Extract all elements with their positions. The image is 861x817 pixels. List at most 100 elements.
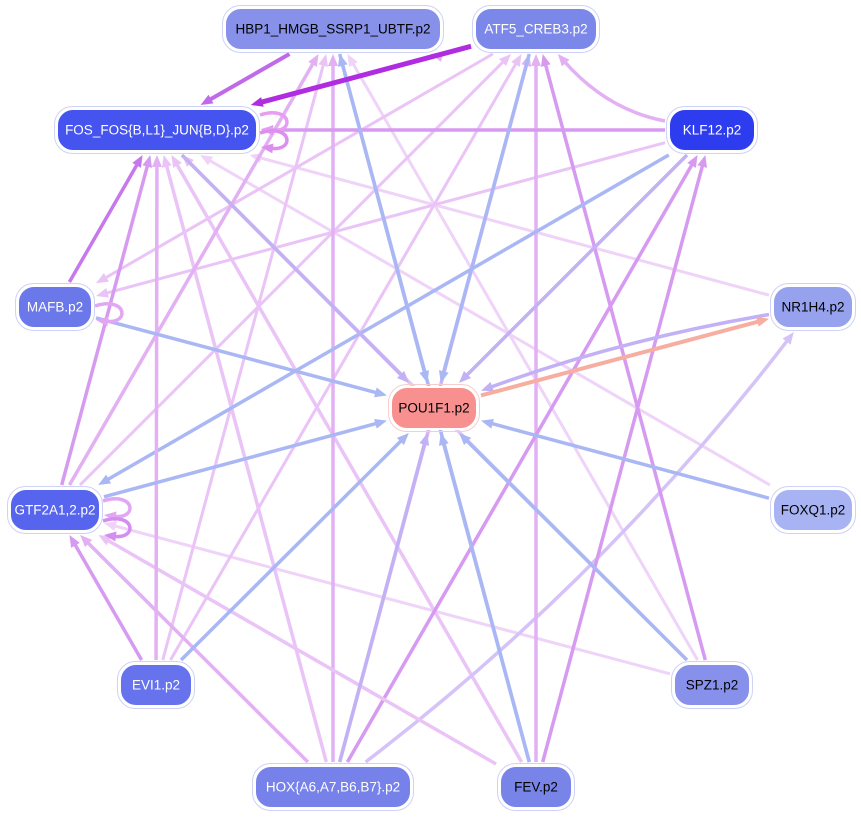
edge-evi1-to-pou1f1	[179, 438, 404, 662]
node-atf5[interactable]: ATF5_CREB3.p2	[472, 5, 600, 53]
node-foxq1-outer-ring	[770, 486, 856, 534]
edge-atf5-to-fos-arrowhead	[250, 97, 264, 107]
edge-evi1-to-atf5-arrowhead	[511, 54, 522, 67]
node-fos-box[interactable]	[56, 108, 258, 152]
node-foxq1[interactable]: FOXQ1.p2	[770, 486, 856, 534]
edge-pou1f1-to-nr1h4	[480, 319, 761, 398]
node-spz1-outer-ring	[671, 661, 753, 709]
edge-klf12-to-pou1f1-arrowhead	[459, 370, 472, 383]
self-loop-fos	[259, 129, 289, 151]
node-fos-outer-ring	[54, 106, 260, 154]
edge-hox-to-klf12	[345, 161, 695, 763]
edge-klf12-to-atf5	[562, 59, 666, 123]
node-mafb-box[interactable]	[17, 285, 93, 329]
self-loop-mafb-arrowhead	[96, 316, 109, 327]
edge-hox-to-gtf2a1-arrowhead	[80, 535, 93, 548]
edge-klf12-to-atf5-arrowhead	[557, 54, 570, 67]
edge-atf5-to-pou1f1-arrowhead	[439, 370, 449, 383]
edge-fev-to-atf5-arrowhead	[531, 54, 541, 66]
edge-evi1-to-hbp1-arrowhead	[318, 54, 328, 67]
node-fev-box[interactable]	[499, 765, 573, 809]
node-nr1h4[interactable]: NR1H4.p2	[770, 283, 856, 331]
node-pou1f1[interactable]: POU1F1.p2	[388, 384, 480, 432]
node-gtf2a1[interactable]: GTF2A1,2.p2	[7, 486, 103, 534]
node-foxq1-box[interactable]	[772, 488, 854, 532]
edge-mafb-to-pou1f1-arrowhead	[374, 387, 387, 398]
edge-hox-to-fos-arrowhead	[161, 155, 172, 168]
edge-mafb-to-pou1f1	[95, 316, 379, 395]
node-hox[interactable]: HOX{A6,A7,B6,B7}.p2	[252, 763, 414, 811]
edge-klf12-to-gtf2a1-arrowhead	[98, 474, 112, 485]
edge-gtf2a1-to-hbp1-arrowhead	[308, 54, 319, 67]
node-gtf2a1-outer-ring	[7, 486, 103, 534]
node-nr1h4-outer-ring	[770, 283, 856, 331]
node-evi1-box[interactable]	[119, 663, 193, 707]
edge-klf12-to-gtf2a1	[105, 153, 670, 483]
edge-fos-to-pou1f1-arrowhead	[397, 370, 410, 383]
edge-nr1h4-to-pou1f1	[488, 312, 770, 390]
edge-foxq1-to-pou1f1-arrowhead	[481, 418, 494, 429]
edge-spz1-to-atf5-arrowhead	[540, 54, 551, 67]
edge-hox-to-pou1f1-arrowhead	[419, 433, 430, 446]
node-gtf2a1-box[interactable]	[9, 488, 101, 532]
edge-spz1-to-atf5	[543, 62, 707, 661]
edge-hbp1-to-pou1f1	[337, 53, 427, 375]
edge-hbp1-to-fos-arrowhead	[200, 94, 214, 105]
node-spz1-box[interactable]	[673, 663, 751, 707]
edge-atf5-to-pou1f1	[441, 53, 531, 375]
node-atf5-outer-ring	[472, 5, 600, 53]
edge-fev-to-pou1f1-arrowhead	[439, 433, 449, 446]
edge-hox-to-fos	[164, 163, 328, 763]
node-fev[interactable]: FEV.p2	[497, 763, 575, 811]
edge-spz1-to-hbp1	[350, 61, 699, 661]
node-nr1h4-box[interactable]	[772, 285, 854, 329]
edge-spz1-to-gtf2a1	[112, 523, 671, 676]
edge-evi1-to-fos-arrowhead	[151, 155, 162, 168]
edge-spz1-to-pou1f1-arrowhead	[459, 433, 472, 446]
node-atf5-box[interactable]	[474, 7, 598, 51]
edge-atf5-to-mafb	[103, 52, 494, 281]
node-hbp1[interactable]: HBP1_HMGB_SSRP1_UBTF.p2	[222, 5, 444, 53]
self-loop-fos-arrowhead	[261, 143, 274, 154]
edge-hox-to-gtf2a1	[85, 540, 310, 764]
node-hbp1-box[interactable]	[224, 7, 442, 51]
edge-evi1-to-atf5	[169, 61, 519, 661]
node-fos[interactable]: FOS_FOS{B,L1}_JUN{B,D}.p2	[54, 106, 260, 154]
edge-nr1h4-to-pou1f1-arrowhead	[481, 381, 494, 392]
edge-fev-to-fos-arrowhead	[171, 155, 182, 168]
edge-atf5-to-fos	[258, 43, 472, 106]
edge-hox-to-nr1h4-arrowhead	[782, 332, 794, 345]
node-klf12-box[interactable]	[668, 108, 756, 152]
node-evi1[interactable]: EVI1.p2	[117, 661, 195, 709]
self-loop-gtf2a1	[102, 497, 132, 519]
edge-hox-to-hbp1-arrowhead	[328, 54, 338, 66]
node-hox-box[interactable]	[254, 765, 412, 809]
self-loop-fos	[259, 111, 289, 133]
edge-fev-to-gtf2a1	[105, 537, 497, 766]
node-evi1-outer-ring	[117, 661, 195, 709]
edge-evi1-to-gtf2a1-arrowhead	[69, 535, 80, 548]
self-loop-gtf2a1-arrowhead	[104, 531, 117, 542]
edge-spz1-to-hbp1-arrowhead	[347, 54, 358, 67]
edge-foxq1-to-pou1f1	[489, 421, 770, 500]
node-spz1[interactable]: SPZ1.p2	[671, 661, 753, 709]
edge-evi1-to-pou1f1-arrowhead	[396, 433, 409, 446]
node-klf12[interactable]: KLF12.p2	[666, 106, 758, 154]
edge-nr1h4-to-fos	[257, 155, 770, 297]
edge-foxq1-to-fos-arrowhead	[200, 155, 214, 166]
edge-gtf2a1-to-atf5-arrowhead	[498, 54, 511, 67]
edge-hox-to-klf12-arrowhead	[687, 155, 698, 168]
node-klf12-outer-ring	[666, 106, 758, 154]
node-mafb[interactable]: MAFB.p2	[15, 283, 95, 331]
node-pou1f1-outer-ring	[388, 384, 480, 432]
edge-gtf2a1-to-fos-arrowhead	[142, 155, 153, 168]
node-fev-outer-ring	[497, 763, 575, 811]
edge-klf12-to-mafb-arrowhead	[96, 288, 109, 298]
nodes-layer: HBP1_HMGB_SSRP1_UBTF.p2 ATF5_CREB3.p2FOS_…	[7, 5, 856, 811]
edge-fev-to-klf12	[541, 163, 705, 763]
node-pou1f1-box[interactable]	[390, 386, 478, 430]
edge-pou1f1-to-nr1h4-arrowhead	[756, 316, 769, 327]
edge-fev-to-pou1f1	[441, 441, 531, 763]
edge-fev-to-fos	[174, 161, 524, 763]
